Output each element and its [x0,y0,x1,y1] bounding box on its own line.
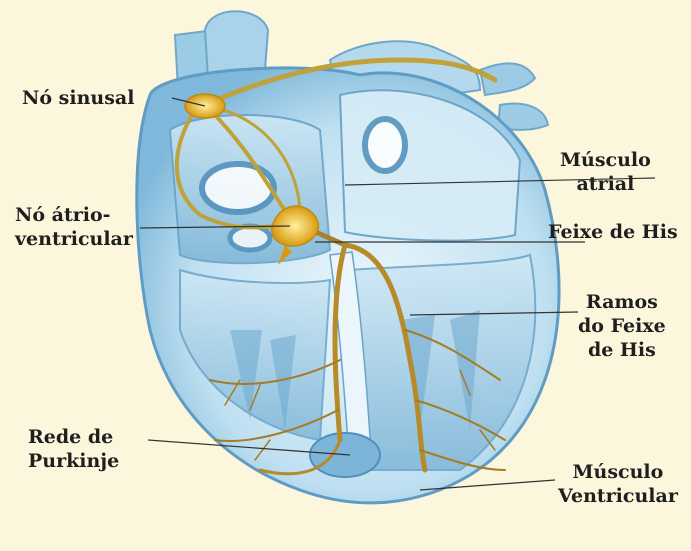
coronary-sinus [230,226,270,250]
label-bundle-branches: Ramos do Feixe de His [578,290,666,362]
label-purkinje-line2: Purkinje [28,449,119,473]
label-av-node-line2: ventricular [15,227,133,251]
label-sa-node: Nó sinusal [22,86,134,110]
label-av-node-line1: Nó átrio- [15,203,133,227]
label-ventricular-muscle-line1: Músculo [558,460,678,484]
label-ventricular-muscle: Músculo Ventricular [558,460,678,508]
label-atrial-muscle-line1: Músculo [560,148,651,172]
label-branches-line2: do Feixe [578,314,666,338]
label-purkinje-line1: Rede de [28,425,119,449]
tricuspid-valve [202,164,274,212]
pulmonary-vein-opening [365,119,405,171]
label-his-bundle-text: Feixe de His [548,220,678,244]
label-sa-node-text: Nó sinusal [22,86,134,110]
label-his-bundle: Feixe de His [548,220,678,244]
label-av-node: Nó átrio- ventricular [15,203,133,251]
label-atrial-muscle-line2: atrial [560,172,651,196]
label-purkinje: Rede de Purkinje [28,425,119,473]
label-atrial-muscle: Músculo atrial [560,148,651,196]
label-branches-line1: Ramos [578,290,666,314]
label-branches-line3: de His [578,338,666,362]
label-ventricular-muscle-line2: Ventricular [558,484,678,508]
